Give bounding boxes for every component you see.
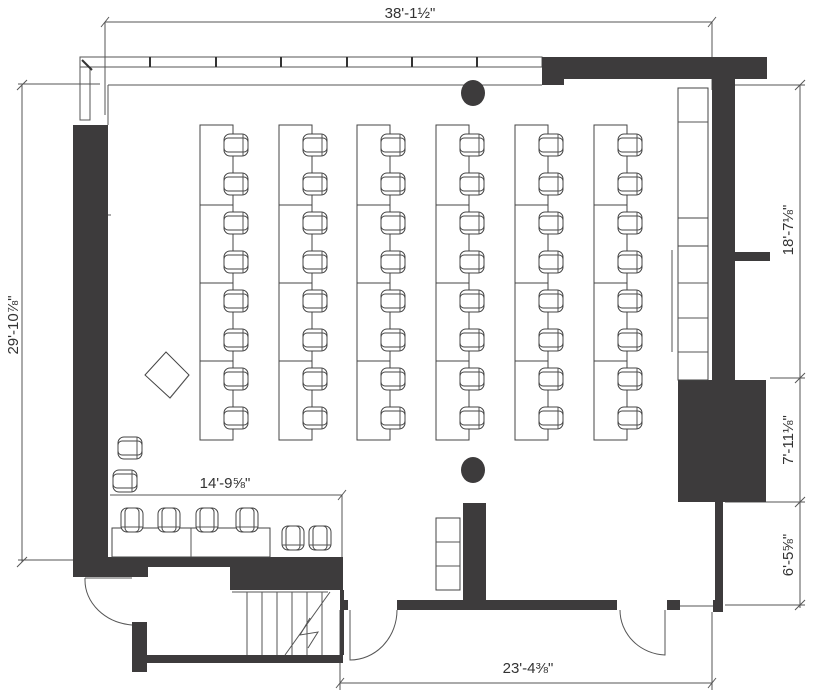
right-cabinets [108,87,709,381]
chair [302,289,328,313]
chair [223,328,249,352]
chair [380,133,406,157]
chair [380,328,406,352]
desk-column [435,124,470,441]
chair [617,367,643,391]
chair [459,250,485,274]
desk-column [356,124,391,441]
chair [459,289,485,313]
lounge-table [144,351,190,399]
chair [380,406,406,430]
stair-break-line [284,591,331,656]
chair [617,406,643,430]
chair [617,250,643,274]
chair [617,211,643,235]
chair [281,525,305,551]
walls [73,57,770,672]
staircase [232,591,331,656]
chair [380,172,406,196]
chair [302,328,328,352]
chair [617,133,643,157]
door-right [619,609,666,656]
chair [308,525,332,551]
chair [235,507,259,533]
chair [223,367,249,391]
column-middle [461,457,485,483]
desk-column [514,124,549,441]
counter [111,527,271,558]
chair [302,211,328,235]
chair [538,133,564,157]
shelf-unit [435,517,461,591]
chair [538,328,564,352]
chair [380,250,406,274]
chair [538,250,564,274]
chair [538,289,564,313]
chair [302,172,328,196]
desk-column [278,124,313,441]
chair [302,250,328,274]
chair [538,367,564,391]
chair [459,133,485,157]
chair [223,211,249,235]
chair [302,133,328,157]
chair [195,507,219,533]
desk-column [199,124,234,441]
right-lower-dimension-label: 6'-5⅝" [780,534,797,576]
chair [617,328,643,352]
chair [617,289,643,313]
right-upper-dimension-label: 18'-7⅛" [780,205,797,256]
chair [157,507,181,533]
chair [112,469,138,493]
bottom-width-label: 23'-4⅜" [503,660,554,677]
chair [617,172,643,196]
chair [459,367,485,391]
doors [84,577,713,661]
chair [538,172,564,196]
chair [223,406,249,430]
structural-columns [461,80,485,483]
overall-depth-label: 29'-10⅞" [5,295,22,354]
classroom-desks [199,124,628,441]
chair [120,507,144,533]
chair [223,250,249,274]
overall-width-label: 38'-1½" [385,5,436,22]
chair [380,211,406,235]
chair [538,211,564,235]
chair [380,289,406,313]
chair [380,367,406,391]
chair [302,367,328,391]
door-left [84,578,133,626]
chair [223,172,249,196]
column-top [461,80,485,106]
desk-column [593,124,628,441]
right-middle-dimension-label: 7'-11⅛" [780,415,797,465]
chairs [112,133,643,551]
chair [459,211,485,235]
chair [117,436,143,460]
chair [538,406,564,430]
door-center [349,609,398,661]
chair [459,328,485,352]
chair [223,289,249,313]
chair [302,406,328,430]
counter-width-label: 14'-9⅝" [200,475,251,492]
chair [223,133,249,157]
chair [459,172,485,196]
chair [459,406,485,430]
